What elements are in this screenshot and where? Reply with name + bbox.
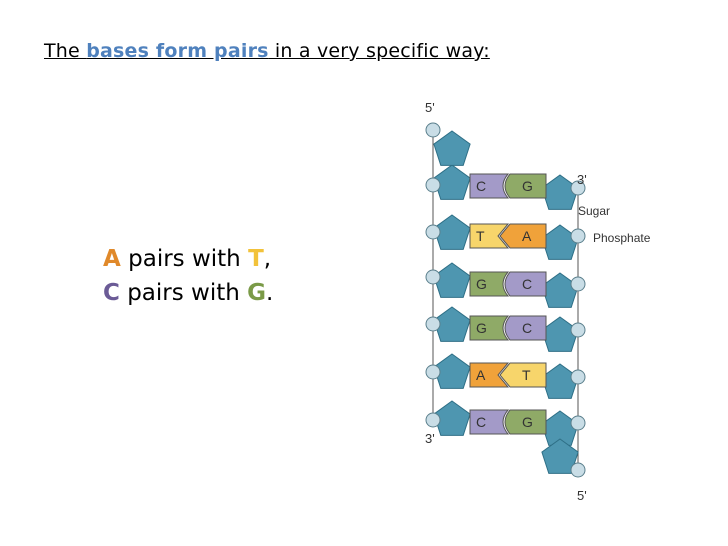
base-g-right	[504, 409, 547, 435]
base-t-left	[469, 223, 510, 249]
sugar-pentagon	[433, 164, 471, 200]
phosphate-circle	[570, 415, 586, 431]
rule-a-t: A pairs with T,	[103, 242, 273, 276]
base-label-left: C	[476, 178, 486, 194]
phosphate-circle	[425, 316, 441, 332]
label-left-5prime: 5'	[425, 100, 435, 115]
sugar-pentagon	[541, 272, 579, 308]
rule-base-t: T	[248, 246, 264, 272]
phosphate-circle	[425, 412, 441, 428]
base-c-left	[469, 173, 510, 199]
phosphate-circle	[425, 364, 441, 380]
rule-base-g: G	[247, 280, 267, 306]
phosphate-circle	[425, 122, 441, 138]
rule-text: pairs with	[120, 246, 249, 272]
base-label-right: G	[522, 178, 533, 194]
base-label-left: C	[476, 414, 486, 430]
phosphate-circle	[570, 276, 586, 292]
label-phosphate: Phosphate	[593, 231, 651, 245]
pairing-rules: A pairs with T, C pairs with G.	[103, 242, 273, 310]
base-c-left	[469, 409, 510, 435]
sugar-pentagon	[541, 438, 579, 474]
base-pairs: C G T A G C G C A T C G	[469, 173, 547, 435]
rule-base-a: A	[103, 246, 121, 272]
base-g-right	[504, 173, 547, 199]
phosphate-circle	[570, 462, 586, 478]
base-label-left: G	[476, 276, 487, 292]
base-a-left	[469, 362, 510, 388]
base-label-left: G	[476, 320, 487, 336]
rule-c-g: C pairs with G.	[103, 276, 273, 310]
phosphate-circle	[425, 177, 441, 193]
base-g-left	[469, 315, 510, 341]
base-g-left	[469, 271, 510, 297]
sugar-pentagon	[433, 400, 471, 436]
base-c-right	[504, 271, 547, 297]
sugar-pentagon	[433, 130, 471, 166]
phosphate-circle	[570, 180, 586, 196]
phosphate-circle	[425, 224, 441, 240]
backbone	[425, 122, 586, 478]
phosphate-circle	[570, 369, 586, 385]
rule-punct: ,	[263, 246, 272, 272]
base-c-right	[504, 315, 547, 341]
sugar-pentagon	[433, 353, 471, 389]
label-right-3prime: 3'	[577, 172, 587, 187]
slide-title: The bases form pairs in a very specific …	[44, 40, 490, 62]
base-label-right: G	[522, 414, 533, 430]
label-right-5prime: 5'	[577, 488, 587, 503]
rule-base-c: C	[103, 280, 120, 306]
base-t-right	[499, 362, 547, 388]
base-a-right	[499, 223, 547, 249]
base-label-right: C	[522, 276, 532, 292]
sugar-pentagon	[541, 224, 579, 260]
base-label-left: T	[476, 228, 485, 244]
phosphate-circle	[425, 269, 441, 285]
phosphate-circle	[570, 322, 586, 338]
base-label-right: A	[522, 228, 532, 244]
phosphate-circle	[570, 228, 586, 244]
title-suffix: in a very specific way:	[268, 40, 490, 62]
title-prefix: The	[44, 40, 87, 62]
label-left-3prime: 3'	[425, 431, 435, 446]
rule-text: pairs with	[119, 280, 248, 306]
base-label-right: C	[522, 320, 532, 336]
base-label-left: A	[476, 367, 486, 383]
title-highlight: bases form pairs	[86, 40, 269, 62]
base-label-right: T	[522, 367, 531, 383]
label-sugar: Sugar	[578, 204, 610, 218]
rule-punct: .	[266, 280, 274, 306]
